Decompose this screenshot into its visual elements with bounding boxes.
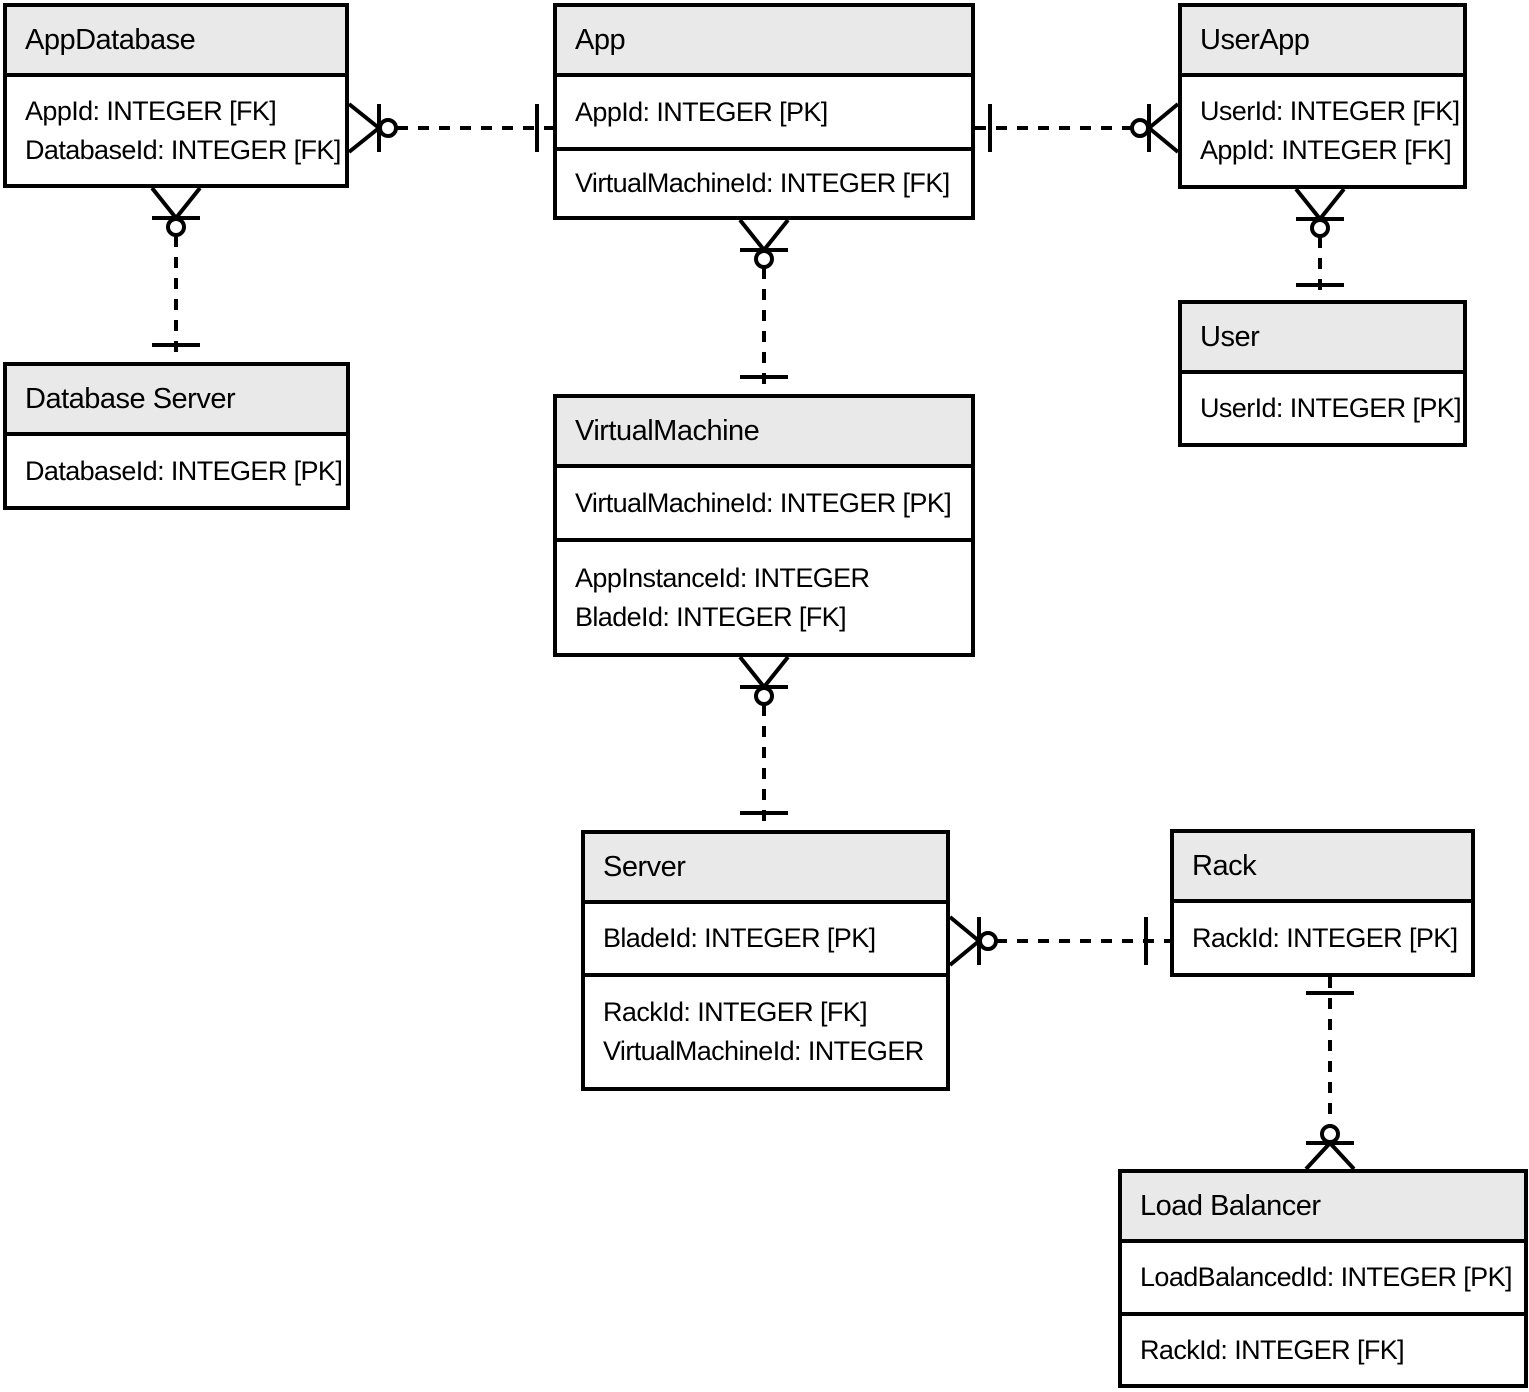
attribute-row: AppId: INTEGER [FK]: [1200, 135, 1452, 165]
attribute-row: AppId: INTEGER [PK]: [575, 96, 828, 127]
entity-database-server: Database Server DatabaseId: INTEGER [PK]: [3, 362, 350, 510]
crow-foot-zero-or-many-marker: [150, 186, 202, 237]
entity-user: User UserId: INTEGER [PK]: [1178, 300, 1467, 447]
attribute-row: VirtualMachineId: INTEGER: [603, 1036, 924, 1066]
attribute-row: LoadBalancedId: INTEGER [PK]: [1140, 1262, 1513, 1292]
entity-attributes: VirtualMachineId: INTEGER [FK]: [557, 151, 971, 216]
entity-app: App AppId: INTEGER [PK] VirtualMachineId…: [553, 3, 975, 220]
attribute-row: BladeId: INTEGER [FK]: [575, 601, 847, 632]
entity-title: AppDatabase: [7, 7, 345, 77]
entity-title: UserApp: [1182, 7, 1463, 77]
attribute-row: AppInstanceId: INTEGER: [575, 562, 870, 593]
attribute-row: RackId: INTEGER [FK]: [603, 997, 868, 1027]
relationship-server-rack: [948, 915, 1170, 967]
entity-title: Load Balancer: [1122, 1173, 1524, 1243]
entity-primary-key-section: UserId: INTEGER [PK]: [1182, 374, 1463, 443]
attribute-row: RackId: INTEGER [FK]: [1140, 1334, 1405, 1365]
attribute-row: UserId: INTEGER [FK]: [1200, 96, 1460, 126]
attribute-row: DatabaseId: INTEGER [PK]: [25, 455, 343, 486]
entity-title: Database Server: [7, 366, 346, 436]
entity-virtualmachine: VirtualMachine VirtualMachineId: INTEGER…: [553, 394, 975, 657]
entity-attributes: RackId: INTEGER [FK] VirtualMachineId: I…: [585, 977, 946, 1087]
relationship-app-userapp: [975, 102, 1180, 154]
attribute-row: RackId: INTEGER [PK]: [1192, 922, 1458, 953]
entity-primary-key-section: BladeId: INTEGER [PK]: [585, 904, 946, 977]
attribute-row: BladeId: INTEGER [PK]: [603, 923, 876, 953]
entity-title: User: [1182, 304, 1463, 374]
entity-rack: Rack RackId: INTEGER [PK]: [1170, 829, 1475, 977]
entity-title: App: [557, 7, 971, 77]
entity-attributes: AppId: INTEGER [FK] DatabaseId: INTEGER …: [7, 77, 345, 184]
relationship-appdatabase-app: [347, 102, 553, 154]
crow-foot-zero-or-many-marker: [1130, 102, 1180, 154]
attribute-row: UserId: INTEGER [PK]: [1200, 393, 1462, 423]
attribute-row: DatabaseId: INTEGER [FK]: [25, 134, 341, 165]
relationship-rack-loadbalancer: [1304, 977, 1356, 1171]
entity-primary-key-section: RackId: INTEGER [PK]: [1174, 903, 1471, 973]
entity-title: VirtualMachine: [557, 398, 971, 468]
entity-server: Server BladeId: INTEGER [PK] RackId: INT…: [581, 830, 950, 1091]
entity-userapp: UserApp UserId: INTEGER [FK] AppId: INTE…: [1178, 3, 1467, 189]
crow-foot-zero-or-many-marker: [738, 218, 790, 269]
crow-foot-zero-or-many-marker: [1294, 187, 1346, 238]
relationship-virtualmachine-server: [738, 655, 790, 830]
relationship-userapp-user: [1294, 187, 1346, 300]
attribute-row: AppId: INTEGER [FK]: [25, 95, 277, 126]
crow-foot-zero-or-many-marker: [1304, 1124, 1356, 1171]
entity-attributes: RackId: INTEGER [FK]: [1122, 1316, 1524, 1384]
entity-title: Rack: [1174, 833, 1471, 903]
relationship-appdatabase-databaseserver: [150, 186, 202, 362]
entity-title: Server: [585, 834, 946, 904]
relationship-app-virtualmachine: [738, 218, 790, 394]
entity-primary-key-section: VirtualMachineId: INTEGER [PK]: [557, 468, 971, 542]
entity-primary-key-section: DatabaseId: INTEGER [PK]: [7, 436, 346, 506]
entity-attributes: UserId: INTEGER [FK] AppId: INTEGER [FK]: [1182, 77, 1463, 185]
entity-primary-key-section: AppId: INTEGER [PK]: [557, 77, 971, 151]
entity-attributes: AppInstanceId: INTEGER BladeId: INTEGER …: [557, 542, 971, 653]
entity-primary-key-section: LoadBalancedId: INTEGER [PK]: [1122, 1243, 1524, 1316]
crow-foot-zero-or-many-marker: [948, 915, 998, 967]
attribute-row: VirtualMachineId: INTEGER [PK]: [575, 487, 952, 518]
entity-load-balancer: Load Balancer LoadBalancedId: INTEGER [P…: [1118, 1169, 1528, 1388]
crow-foot-zero-or-many-marker: [738, 655, 790, 706]
crow-foot-zero-or-many-marker: [347, 102, 398, 154]
attribute-row: VirtualMachineId: INTEGER [FK]: [575, 168, 950, 198]
entity-appdatabase: AppDatabase AppId: INTEGER [FK] Database…: [3, 3, 349, 188]
